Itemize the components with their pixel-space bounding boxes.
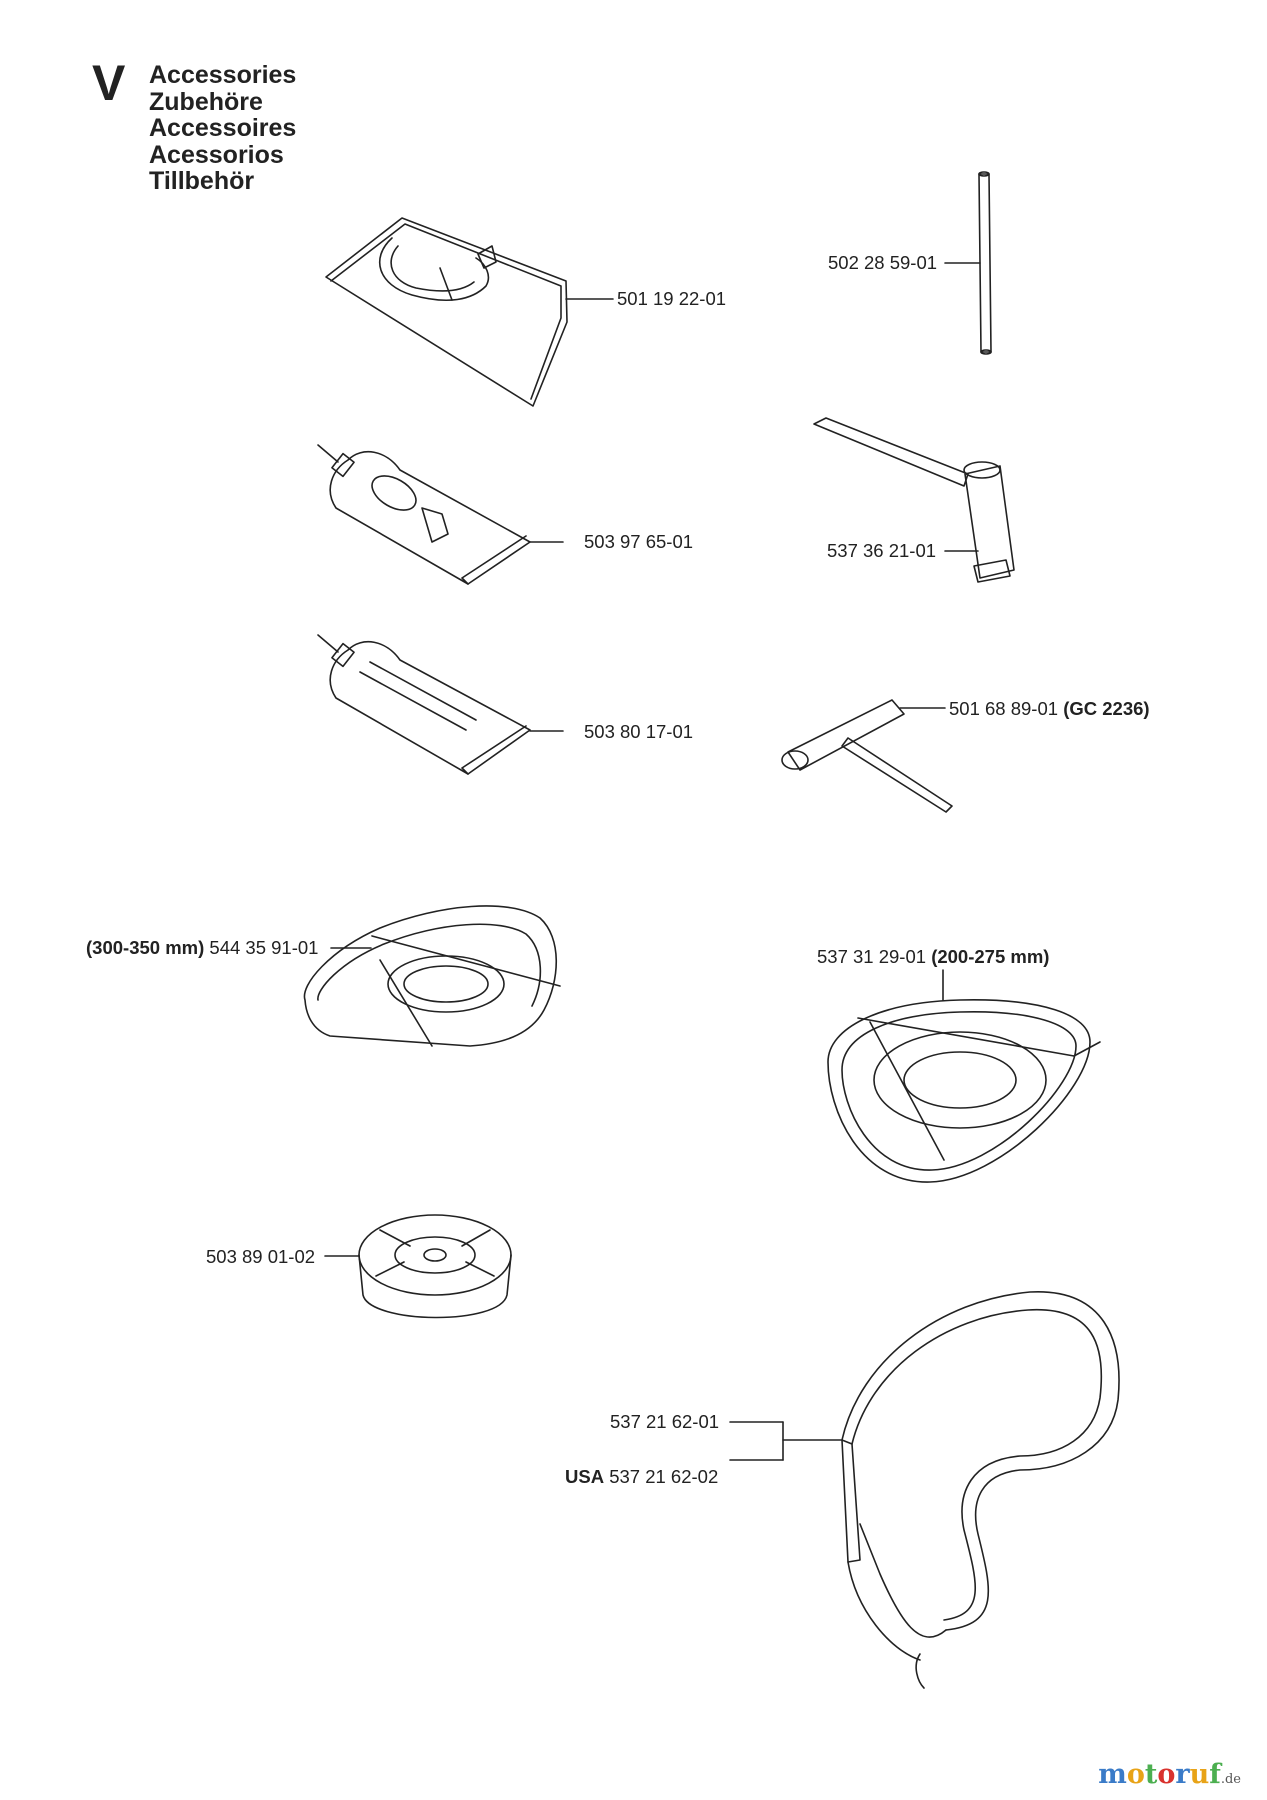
watermark-letter: m <box>1098 1759 1127 1790</box>
watermark-logo: motoruf.de <box>1098 1759 1241 1790</box>
part-label-grease-tube-2: 503 80 17-01 <box>584 721 694 742</box>
part-number: 501 68 89-01 <box>949 698 1059 719</box>
title-spanish: Acessorios <box>149 140 284 169</box>
watermark-letter: o <box>1126 1759 1145 1790</box>
tool-bag-illustration <box>325 217 614 407</box>
part-label-guard-small: 537 31 29-01 (200-275 mm) <box>817 946 1050 967</box>
section-titles: Accessories Zubehöre Accessoires Acessor… <box>149 62 296 195</box>
watermark-letters: motoruf <box>1098 1759 1221 1790</box>
part-label-grease-tube-1: 503 97 65-01 <box>584 531 694 552</box>
support-cup-illustration <box>324 1214 512 1319</box>
part-label-t-wrench: 501 68 89-01 (GC 2236) <box>949 698 1150 719</box>
part-note: (200-275 mm) <box>931 946 1050 967</box>
part-number: 501 19 22-01 <box>617 288 727 309</box>
guard-small-illustration <box>827 969 1101 1183</box>
title-german: Zubehöre <box>149 87 263 116</box>
part-number: 502 28 59-01 <box>828 252 938 273</box>
part-label-pin: 502 28 59-01 <box>828 252 938 273</box>
part-number: 503 89 01-02 <box>206 1246 316 1267</box>
part-note: (GC 2236) <box>1063 698 1150 719</box>
harness-illustration <box>729 1291 1120 1689</box>
part-number: 537 21 62-02 <box>609 1466 719 1487</box>
part-number: 537 21 62-01 <box>610 1411 720 1432</box>
t-wrench-illustration <box>781 699 953 813</box>
title-swedish: Tillbehör <box>149 167 255 195</box>
part-label-spark-plug-wrench: 537 36 21-01 <box>827 540 937 561</box>
watermark-letter: t <box>1144 1759 1158 1790</box>
part-label-support-cup: 503 89 01-02 <box>206 1246 316 1267</box>
grease-tube-2-illustration <box>317 634 564 775</box>
watermark-letter: u <box>1189 1759 1210 1790</box>
spark-plug-wrench-illustration <box>813 417 1015 583</box>
pin-illustration <box>944 171 992 355</box>
part-label-guard-large: (300-350 mm) 544 35 91-01 <box>86 937 319 958</box>
part-size-prefix: (300-350 mm) <box>86 937 205 958</box>
part-number: 537 36 21-01 <box>827 540 937 561</box>
part-region-prefix: USA <box>565 1466 605 1487</box>
part-label-harness-usa: USA 537 21 62-02 <box>565 1466 719 1487</box>
part-label-harness: 537 21 62-01 <box>610 1411 720 1432</box>
watermark-letter: o <box>1157 1759 1176 1790</box>
title-english: Accessories <box>149 61 297 89</box>
title-french: Accessoires <box>149 114 297 142</box>
part-number: 503 97 65-01 <box>584 531 694 552</box>
watermark-letter: r <box>1175 1759 1190 1790</box>
watermark-suffix: .de <box>1220 1772 1241 1787</box>
grease-tube-1-illustration <box>317 444 564 585</box>
guard-large-illustration <box>303 905 561 1047</box>
section-letter: V <box>92 55 126 111</box>
part-number: 544 35 91-01 <box>209 937 319 958</box>
watermark-letter: f <box>1209 1759 1221 1790</box>
part-number: 503 80 17-01 <box>584 721 694 742</box>
part-number: 537 31 29-01 <box>817 946 927 967</box>
part-label-tool-bag: 501 19 22-01 <box>617 288 727 309</box>
